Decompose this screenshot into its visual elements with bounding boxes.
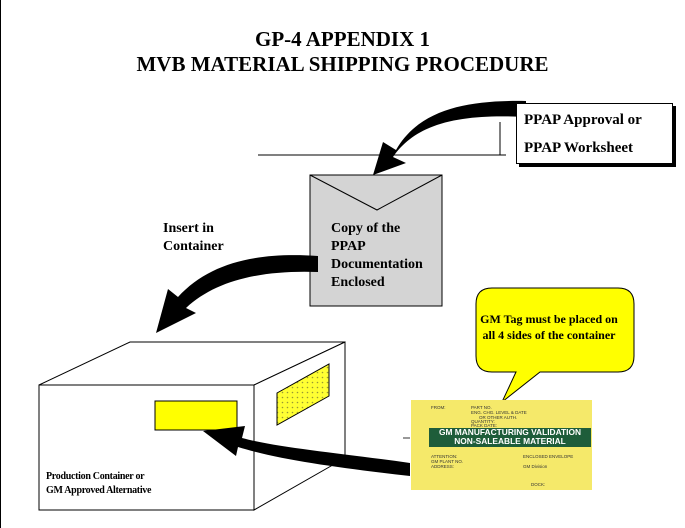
tag-pack-date: PACK DATE: [471, 423, 498, 428]
container-label-line-2: GM Approved Alternative [46, 485, 152, 496]
arrow-to-front-label [203, 426, 410, 476]
callout-text: GM Tag must be placed on all 4 sides of … [480, 312, 618, 342]
title-line-2: MVB MATERIAL SHIPPING PROCEDURE [136, 52, 549, 76]
title-line-1: GP-4 APPENDIX 1 [255, 27, 430, 51]
ppap-approval-box: PPAP Approval or PPAP Worksheet [516, 103, 673, 164]
tag-gm-plant: GM PLANT NO. [431, 459, 464, 464]
envelope-text-line-1: Copy of the [331, 221, 401, 236]
callout-bubble [475, 287, 635, 403]
tag-from: FROM: [431, 405, 446, 410]
container-side-label [276, 363, 330, 426]
envelope-text-line-4: Enclosed [331, 275, 385, 290]
container-label: Production Container or GM Approved Alte… [46, 470, 151, 498]
tag-band-line-2: NON-SALEABLE MATERIAL [454, 436, 566, 446]
container-label-line-1: Production Container or [46, 471, 145, 482]
envelope-text: Copy of the PPAP Documentation Enclosed [331, 220, 423, 292]
envelope-flap [309, 174, 443, 211]
envelope-text-line-2: PPAP [331, 239, 366, 254]
tag-brand: GM Division [523, 464, 548, 469]
page-left-border [0, 0, 1, 528]
ppap-box-line-1: PPAP Approval or [524, 112, 642, 128]
tag-band-line-1: GM MANUFACTURING VALIDATION [438, 427, 582, 437]
insert-label-line-1: Insert in [163, 221, 214, 236]
arrow-to-container [156, 255, 318, 333]
tag-address: ADDRESS: [431, 464, 455, 469]
envelope [309, 174, 443, 307]
container-front-label [154, 400, 238, 431]
tag-eng-level: ENG. CHG. LEVEL & DATE [471, 410, 527, 415]
insert-label-line-2: Container [163, 239, 224, 254]
gm-tag: FROM: PART NO. ENG. CHG. LEVEL & DATE OR… [411, 400, 592, 490]
tag-part-no: PART NO. [471, 405, 492, 410]
tag-dock: DOCK: [531, 482, 546, 487]
tag-enclosed: ENCLOSED ENVELOPE [523, 454, 574, 459]
tag-validation-band: GM MANUFACTURING VALIDATION NON-SALEABLE… [429, 428, 591, 447]
envelope-text-line-3: Documentation [331, 257, 423, 272]
insert-label: Insert in Container [163, 220, 224, 256]
tag-attention: ATTENTION: [431, 454, 458, 459]
tag-quantity: QUANTITY: [471, 419, 495, 424]
ppap-box-line-2: PPAP Worksheet [524, 140, 634, 156]
tag-other-auth: OR OTHER AUTH. [479, 415, 518, 420]
arrow-to-envelope [373, 100, 526, 175]
